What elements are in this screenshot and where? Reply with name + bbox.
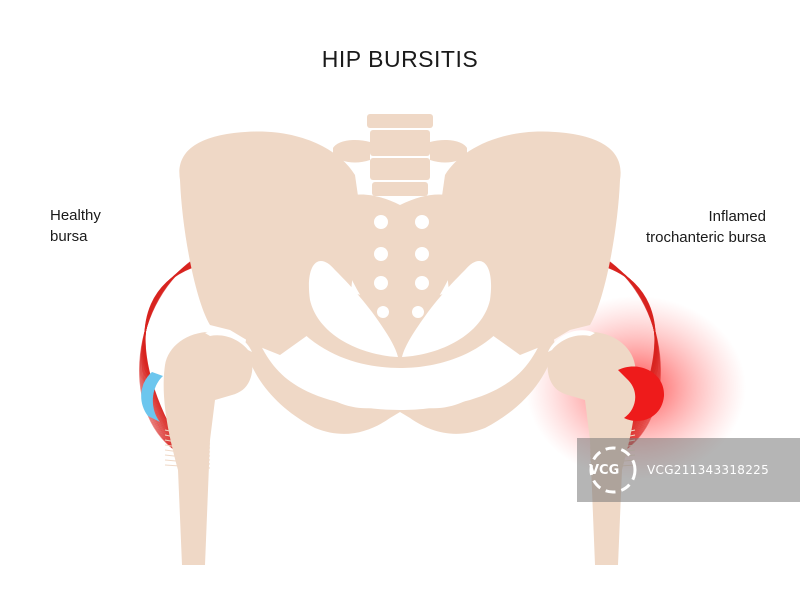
right-gluteal-muscle [599,254,661,463]
inflamed-label-line1: Inflamed [708,208,766,225]
tendon-fiber [164,439,211,449]
watermark-brand: VCG [589,463,620,478]
diagram-title: HIP BURSITIS [321,46,479,72]
inflamed-bursa [618,366,665,422]
healthy-label-line1: Healthy [50,207,101,224]
healthy-bursa-label: Healthy bursa [50,205,101,247]
left-gluteal-muscle [139,254,201,463]
vcg-logo-icon: VCG [585,442,641,498]
healthy-bursa [141,372,163,422]
tendon-fiber [164,444,211,453]
watermark: VCG VCG211343318225 [577,438,800,502]
healthy-label-line2: bursa [50,228,88,245]
left-tendon [164,429,211,469]
pelvic-openings [308,128,492,409]
watermark-id: VCG211343318225 [647,463,770,477]
tendon-fiber [164,429,211,441]
tendon-fiber [164,434,211,445]
inflamed-label-line2: trochanteric bursa [645,229,766,246]
tendon-fiber [164,454,211,461]
inflamed-bursa-label: Inflamed trochanteric bursa [566,206,766,248]
tendon-fiber [164,449,211,457]
hip-joint-gaps [205,330,595,352]
tendon-fiber [164,459,211,465]
tendon-fiber [164,464,211,469]
